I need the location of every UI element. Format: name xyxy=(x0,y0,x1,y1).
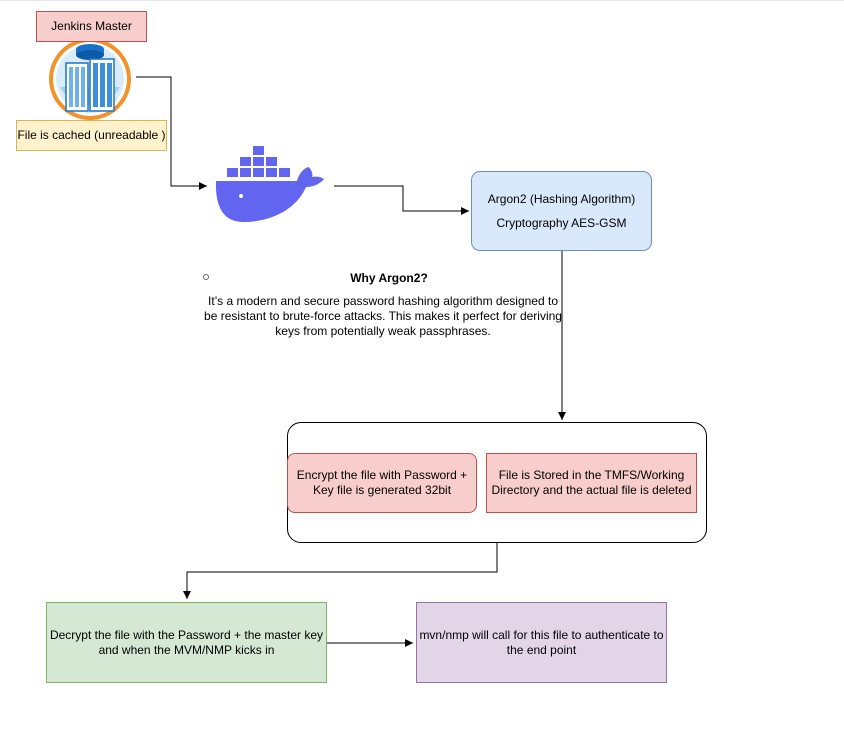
encrypt-file-text: Encrypt the file with Password + Key fil… xyxy=(296,468,468,497)
mvn-call-box[interactable]: mvn/nmp will call for this file to authe… xyxy=(416,602,667,683)
cryptography-text: Cryptography AES-GSM xyxy=(496,215,627,230)
argon2-hashing-box[interactable]: Argon2 (Hashing Algorithm) Cryptography … xyxy=(471,171,652,251)
file-cached-text: File is cached (unreadable ) xyxy=(17,128,166,142)
jenkins-master-text: Jenkins Master xyxy=(51,19,132,33)
decrypt-file-box[interactable]: Decrypt the file with the Password + the… xyxy=(46,602,327,683)
file-cached-label[interactable]: File is cached (unreadable ) xyxy=(16,120,167,151)
arrow-master-to-docker xyxy=(136,76,207,190)
docker-whale-icon xyxy=(215,146,324,222)
file-stored-text: File is Stored in the TMFS/Working Direc… xyxy=(491,468,692,497)
bullet-icon xyxy=(203,274,209,280)
encrypt-file-box[interactable]: Encrypt the file with Password + Key fil… xyxy=(287,453,477,513)
server-stack-icon xyxy=(49,38,131,120)
arrow-docker-to-argon xyxy=(334,185,469,215)
top-border xyxy=(0,0,844,1)
decrypt-file-text: Decrypt the file with the Password + the… xyxy=(49,627,324,657)
why-argon2-note: Why Argon2? It’s a modern and secure pas… xyxy=(203,271,563,339)
argon2-title-text: Argon2 (Hashing Algorithm) xyxy=(487,191,636,206)
why-argon2-body: It’s a modern and secure password hashin… xyxy=(204,294,562,338)
jenkins-master-label[interactable]: Jenkins Master xyxy=(36,11,147,42)
arrow-group-to-decrypt xyxy=(183,543,498,599)
file-stored-box[interactable]: File is Stored in the TMFS/Working Direc… xyxy=(486,453,697,513)
why-argon2-title: Why Argon2? xyxy=(350,271,428,285)
mvn-call-text: mvn/nmp will call for this file to authe… xyxy=(419,627,664,657)
